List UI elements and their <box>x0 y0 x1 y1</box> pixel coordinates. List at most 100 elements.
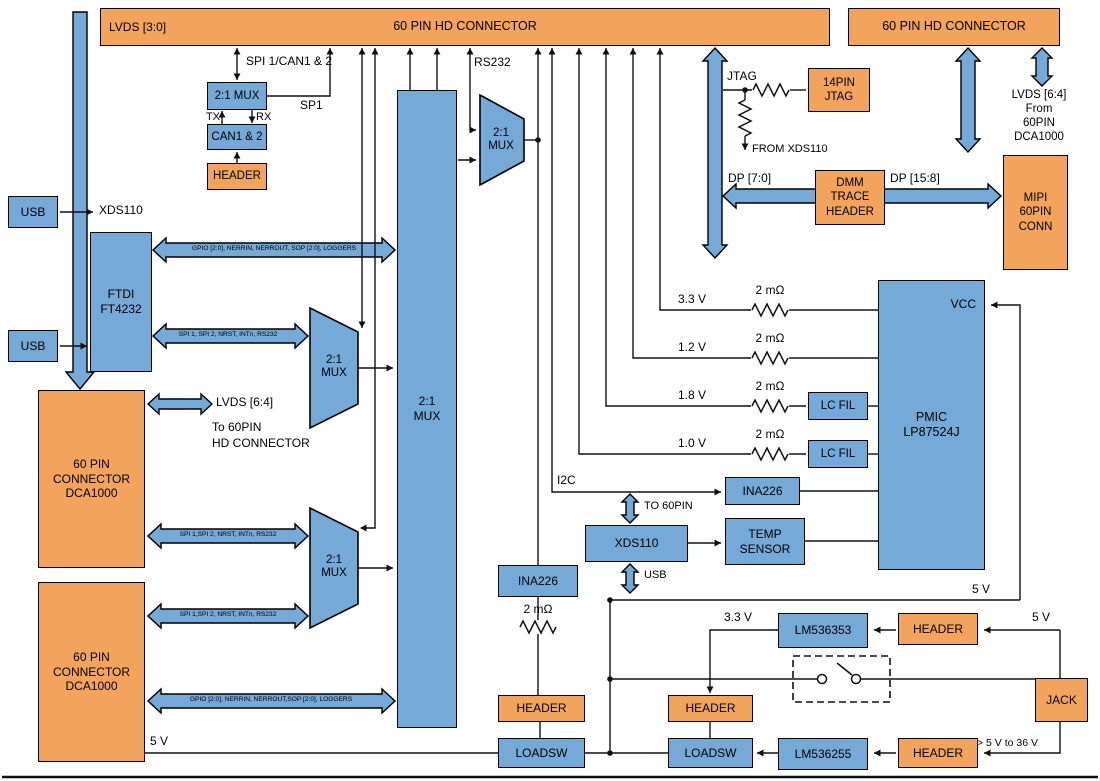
switch-lever <box>836 662 853 676</box>
vcc-label: VCC <box>950 297 976 311</box>
temp-sensor-box: TEMP SENSOR <box>725 518 805 565</box>
ina226-right-box: INA226 <box>725 477 800 505</box>
jtag-header-box: 14PIN JTAG <box>808 68 870 112</box>
mipi-connector-box: MIPI 60PIN CONN <box>1003 155 1068 270</box>
mipi-bus-arrow <box>954 46 982 154</box>
shunt-resistors <box>519 82 790 635</box>
to-60pin-label: TO 60PIN <box>644 500 693 512</box>
lvds30-bus-arrow <box>64 11 96 391</box>
ina226-right-label: INA226 <box>742 483 783 498</box>
ftdi-box: FTDI FT4232 <box>90 232 152 372</box>
rail-1v2-label: 1.2 V <box>678 340 707 354</box>
lvds64-label: LVDS [6:4] <box>216 395 274 409</box>
shunt-1v8-label: 2 mΩ <box>755 379 785 393</box>
rail-1v8-label: 1.8 V <box>678 388 707 402</box>
wire-arrowheads <box>80 48 998 757</box>
5v-pmic-label: 5 V <box>972 582 991 596</box>
lm536353-box: LM536353 <box>778 613 868 648</box>
mux-lower-shape <box>309 506 359 630</box>
rx-label: RX <box>256 111 272 123</box>
lc-filter-1-box: LC FIL <box>808 392 868 420</box>
dca1000-connector-bottom: 60 PIN CONNECTOR DCA1000 <box>38 582 145 762</box>
sp1-label: SP1 <box>300 98 323 112</box>
xds110-box: XDS110 <box>585 525 688 562</box>
tx-label: TX <box>205 111 220 123</box>
usb-xds-bus-arrow <box>620 563 640 594</box>
spi-bus-mid-label: SPI 1,SPI 2, NRST, INTn, RS232 <box>179 531 277 538</box>
jtag-header-label: 14PIN JTAG <box>823 76 855 103</box>
lvds64-bus-arrow <box>146 392 214 416</box>
jack-range-label: > 5 V to 36 V <box>977 737 1039 749</box>
ina226-center-box: INA226 <box>498 565 578 597</box>
mux-lower-label: 2:1 MUX <box>321 554 347 579</box>
to-60pin-bus-arrow <box>620 493 640 524</box>
header-jack-box: HEADER <box>898 738 978 768</box>
hd-connector-right-label: 60 PIN HD CONNECTOR <box>882 19 1026 34</box>
bus-arrows <box>64 11 1054 715</box>
switch-contact-right <box>850 673 862 685</box>
can-box: CAN1 & 2 <box>207 124 267 150</box>
can-mux-label: 2:1 MUX <box>214 89 260 102</box>
can-header-box: HEADER <box>207 163 267 190</box>
loadsw-left-box: LOADSW <box>498 738 585 768</box>
mux-center-label: 2:1 MUX <box>413 394 441 423</box>
mux-shapes <box>309 93 525 630</box>
spi-bus-top-label: SPI 1, SPI 2, NRST, INTn, RS232 <box>178 331 278 338</box>
power-switch-box <box>792 655 891 703</box>
shunt-1v0-label: 2 mΩ <box>755 427 785 441</box>
can-header-label: HEADER <box>213 170 261 183</box>
lm536353-label: LM536353 <box>794 623 852 638</box>
hd-connector-top: 60 PIN HD CONNECTOR LVDS [3:0] <box>100 8 830 46</box>
mux-center-box: 2:1 MUX <box>397 90 457 728</box>
3v3-out-label: 3.3 V <box>724 610 753 624</box>
header-loadsw-mid-box: HEADER <box>668 695 753 722</box>
mux-upper-label: 2:1 MUX <box>321 354 347 379</box>
jtag-bus-arrow <box>701 46 729 260</box>
temp-sensor-label: TEMP SENSOR <box>739 526 791 556</box>
mipi-connector-label: MIPI 60PIN CONN <box>1018 192 1053 233</box>
resistor-1v8 <box>751 398 789 414</box>
dp70-label: DP [7:0] <box>728 171 772 185</box>
resistor-ina <box>519 619 557 635</box>
rs232-label: RS232 <box>474 55 511 69</box>
spi-bus-bottom-label: SPI 1,SPI 2, NRST, INTn, RS232 <box>179 611 277 618</box>
5v-jack-label: 5 V <box>1032 610 1051 624</box>
hd-connector-top-label: 60 PIN HD CONNECTOR <box>393 19 537 34</box>
header-jack-label: HEADER <box>912 745 963 760</box>
lc-filter-1-label: LC FIL <box>820 399 856 412</box>
lvds64-from-note: LVDS [6:4] From 60PIN DCA1000 <box>1011 89 1067 143</box>
resistor-1v2 <box>751 350 789 366</box>
header-3v3-box: HEADER <box>898 613 978 645</box>
lc-filter-2-box: LC FIL <box>808 440 868 468</box>
gpio-bus-top-label: GPIO [2:0], NERRIN, NERROUT, SOP [2:0], … <box>191 245 357 252</box>
gpio-bottom-bus-arrow <box>146 687 397 715</box>
rail-3v3-label: 3.3 V <box>678 292 707 306</box>
dmm-trace-header-label: DMM TRACE HEADER <box>826 177 874 218</box>
usb-bottom-label: USB <box>20 338 46 353</box>
pmic-box: PMIC LP87524J VCC <box>878 280 985 570</box>
jtag-label: JTAG <box>727 69 757 83</box>
gpio-top-bus-arrow <box>151 236 397 264</box>
jack-box: JACK <box>1035 678 1088 722</box>
jack-label: JACK <box>1046 692 1077 707</box>
can-mux-box: 2:1 MUX <box>207 82 267 110</box>
gpio-bus-bottom-label: GPIO [2:0], NERRIN, NERROUT,SOP [2:0], L… <box>189 696 353 703</box>
ftdi-label: FTDI FT4232 <box>100 287 142 316</box>
5v-left-label: 5 V <box>150 734 169 748</box>
header-loadsw-left-box: HEADER <box>498 695 585 722</box>
usb-top-label: USB <box>20 204 46 219</box>
dmm-trace-header-box: DMM TRACE HEADER <box>815 170 885 225</box>
header-loadsw-mid-label: HEADER <box>685 701 736 716</box>
lm536255-label: LM536255 <box>794 746 852 761</box>
resistor-from-xds110 <box>737 99 753 137</box>
spi-top-bus-arrow <box>151 322 310 350</box>
resistor-1v0 <box>751 446 789 462</box>
resistor-3v3 <box>751 302 789 318</box>
shunt-ina-label: 2 mΩ <box>523 602 553 616</box>
ina226-center-label: INA226 <box>517 573 559 588</box>
spi-mid-bus-arrow <box>146 522 310 550</box>
usb-top-box: USB <box>8 196 58 228</box>
dca1000-connector-top: 60 PIN CONNECTOR DCA1000 <box>38 390 145 568</box>
